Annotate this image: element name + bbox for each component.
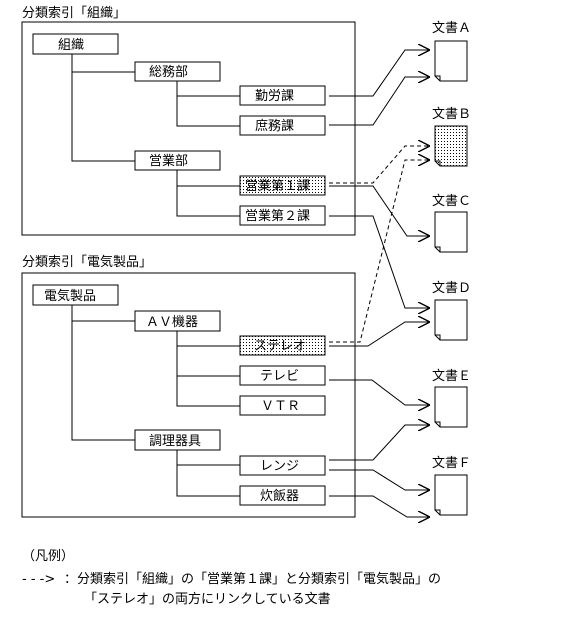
- document-label: 文書Ｆ: [432, 456, 471, 471]
- tree-line: [176, 331, 240, 407]
- document-icon: [434, 40, 468, 82]
- link-stereo-to-doc-d: [329, 322, 430, 347]
- link-sales2-to-doc-d: [329, 215, 430, 308]
- document-icon: [434, 474, 468, 516]
- tree-line: [176, 81, 240, 127]
- node-root-appliances: 電気製品: [32, 284, 119, 306]
- legend-text-line2: 「ステレオ」の両方にリンクしている文書: [84, 591, 331, 607]
- tree-line: [71, 305, 135, 441]
- document-label: 文書Ｅ: [432, 369, 471, 384]
- node-labor-section: 勤労課: [239, 85, 326, 106]
- section2-frame: [21, 272, 356, 518]
- node-label: ＶＴＲ: [261, 399, 300, 414]
- link-tv-to-doc-e: [329, 379, 430, 405]
- document-icon: [434, 125, 468, 167]
- document-icon: [434, 211, 468, 253]
- node-microwave: レンジ: [239, 455, 326, 476]
- section1-frame: [21, 21, 356, 236]
- document-fold: [435, 334, 441, 340]
- link-ricecooker-to-doc-f: [329, 495, 430, 517]
- legend-title: （凡例）: [22, 549, 74, 564]
- link-sales1-to-doc-c: [329, 185, 430, 236]
- document-fold: [435, 75, 441, 81]
- node-stereo: ステレオ: [239, 335, 326, 356]
- node-label: 営業第１課: [245, 178, 310, 194]
- dashed-link-sales1-to-doc-b: [329, 146, 430, 184]
- document-label: 文書Ｃ: [432, 194, 471, 209]
- tree-line: [71, 54, 135, 162]
- node-label: レンジ: [260, 459, 299, 474]
- document-b: 文書Ｂ: [432, 107, 471, 167]
- node-av-equipment: ＡＶ機器: [134, 310, 221, 332]
- document-a: 文書Ａ: [432, 21, 471, 82]
- link-microwave-to-doc-f: [329, 469, 430, 490]
- link-admin-to-doc-a: [329, 77, 430, 126]
- legend-arrow: - - ->: [22, 572, 55, 587]
- node-sales-section-2: 営業第２課: [239, 205, 326, 226]
- document-fold: [435, 160, 441, 166]
- node-general-affairs: 総務部: [134, 61, 221, 82]
- node-label: 組織: [58, 38, 84, 53]
- node-sales-dept: 営業部: [134, 150, 221, 171]
- document-icon: [434, 299, 468, 341]
- dashed-link-stereo-to-doc-b: [329, 160, 430, 343]
- node-label: 営業第２課: [245, 208, 310, 224]
- node-label: 調理器具: [149, 434, 201, 449]
- section1-title: 分類索引「組織」: [22, 6, 126, 21]
- node-label: 営業部: [149, 153, 188, 169]
- section2-title: 分類索引「電気製品」: [22, 254, 152, 270]
- document-e: 文書Ｅ: [432, 369, 471, 428]
- link-microwave-to-doc-e: [329, 425, 430, 461]
- node-root-organization: 組織: [32, 33, 119, 55]
- document-c: 文書Ｃ: [432, 194, 471, 253]
- node-label: テレビ: [260, 369, 299, 384]
- node-label: ステレオ: [254, 339, 306, 354]
- node-label: 電気製品: [44, 288, 96, 304]
- document-f: 文書Ｆ: [432, 456, 471, 516]
- node-label: 炊飯器: [260, 489, 299, 504]
- document-label: 文書Ｂ: [432, 107, 471, 122]
- node-admin-section: 庶務課: [239, 115, 326, 136]
- node-cookware: 調理器具: [134, 429, 221, 451]
- node-tv: テレビ: [239, 365, 326, 386]
- node-label: 勤労課: [255, 88, 294, 104]
- node-label: 庶務課: [255, 118, 294, 134]
- link-labor-to-doc-a: [329, 50, 430, 97]
- document-icon: [434, 386, 468, 428]
- tree-line: [176, 450, 240, 497]
- node-sales-section-1: 営業第１課: [239, 175, 326, 196]
- legend-text-line1: ：分類索引「組織」の「営業第１課」と分類索引「電気製品」の: [64, 571, 441, 587]
- tree-line: [176, 170, 240, 217]
- document-fold: [435, 509, 441, 515]
- document-fold: [435, 421, 441, 427]
- node-vtr: ＶＴＲ: [239, 395, 326, 416]
- document-label: 文書Ａ: [432, 21, 471, 36]
- document-d: 文書Ｄ: [432, 281, 471, 341]
- node-label: ＡＶ機器: [146, 315, 198, 330]
- document-label: 文書Ｄ: [432, 281, 471, 296]
- node-label: 総務部: [149, 65, 188, 80]
- node-rice-cooker: 炊飯器: [239, 485, 326, 506]
- document-fold: [435, 246, 441, 252]
